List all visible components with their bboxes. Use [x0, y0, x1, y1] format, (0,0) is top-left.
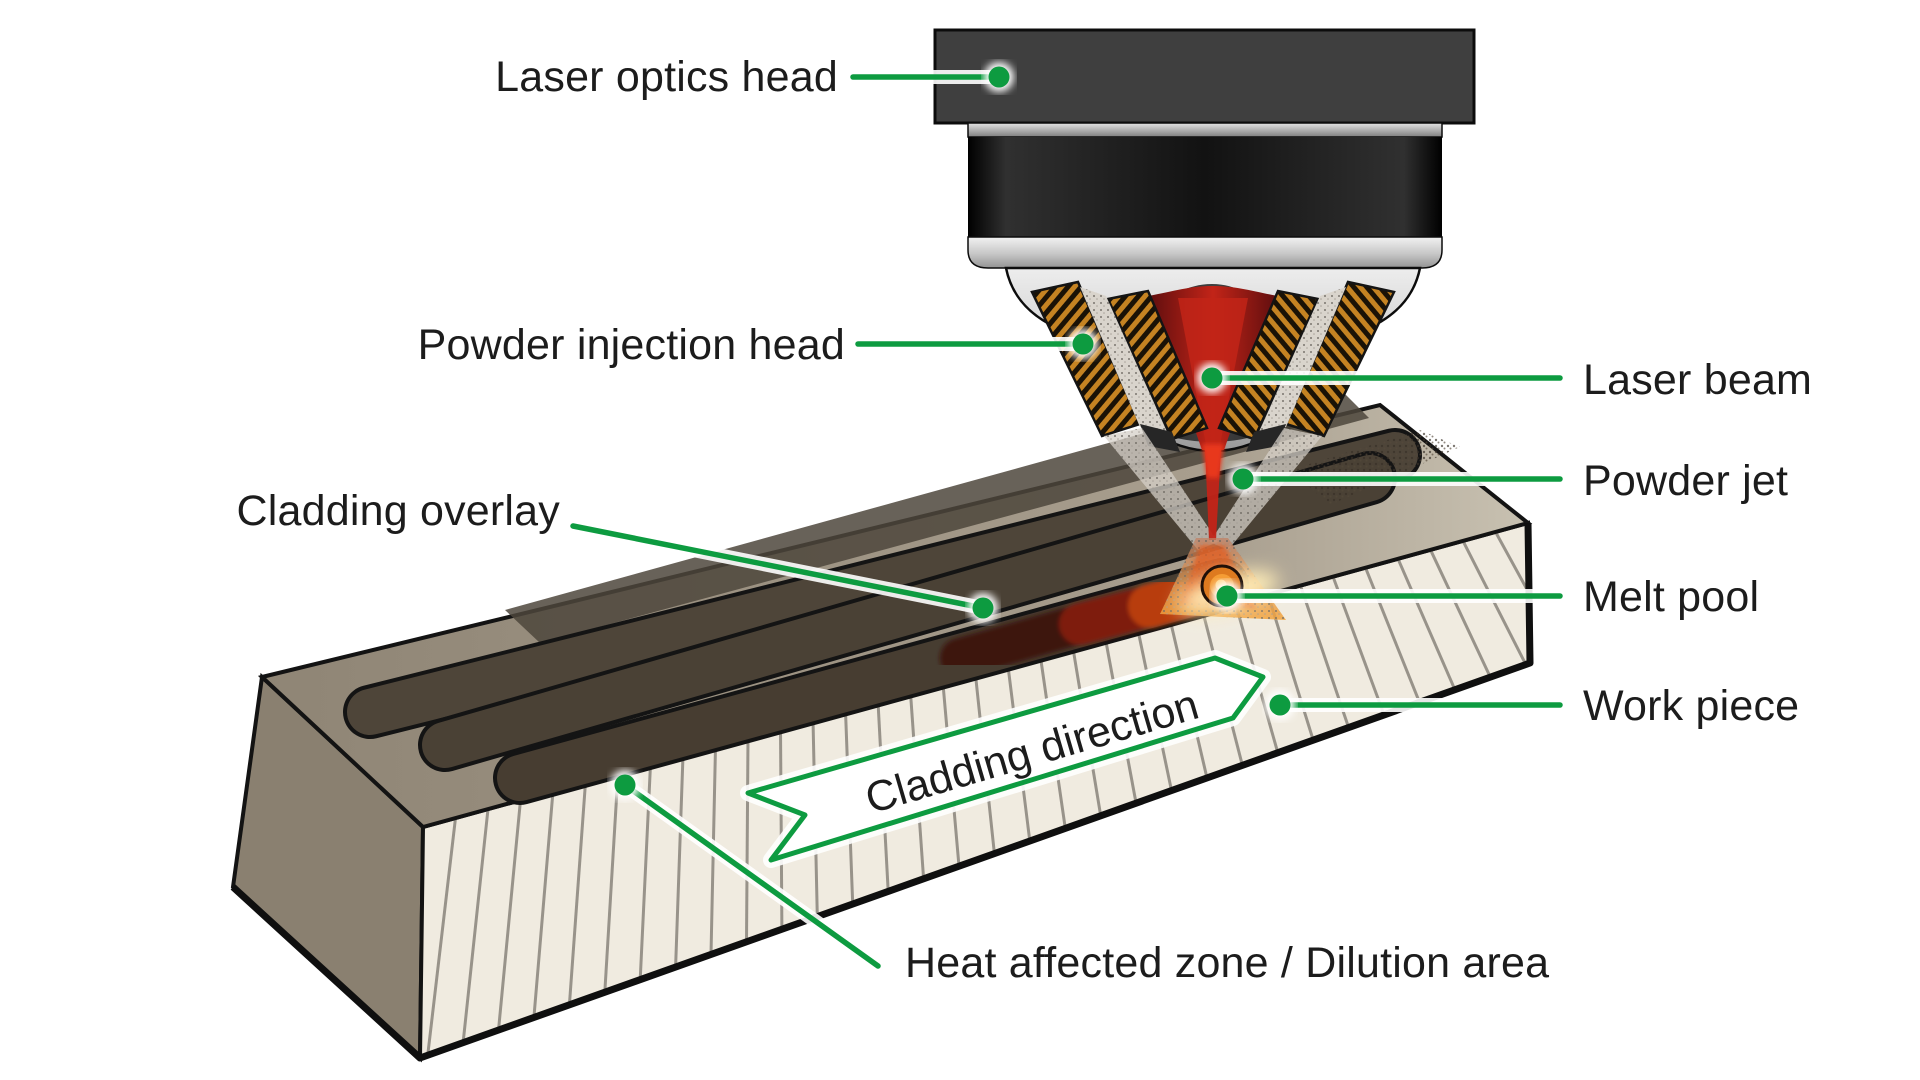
laser-beam-dot [1201, 367, 1223, 389]
label-laser-optics-head: Laser optics head [495, 53, 838, 101]
leader-laser-optics-head [846, 62, 1014, 92]
nozzle-cutaway-walls [1030, 280, 1396, 441]
work-piece-dot [1269, 694, 1291, 716]
label-laser-beam: Laser beam [1583, 356, 1813, 404]
leader-lines [566, 62, 1567, 973]
powder-jet-dot [1232, 468, 1254, 490]
leader-powder-injection-head [851, 329, 1098, 359]
melt-pool-dot [1216, 585, 1238, 607]
heat-affected-zone-dot [614, 774, 636, 796]
label-heat-affected-zone: Heat affected zone / Dilution area [905, 939, 1550, 987]
label-work-piece: Work piece [1583, 682, 1800, 730]
powder-injection-head-dot [1072, 333, 1094, 355]
laser-optics-head-box [933, 28, 1476, 125]
leader-work-piece [1265, 690, 1567, 720]
label-melt-pool: Melt pool [1583, 573, 1760, 621]
laser-optics-head-dot [988, 66, 1010, 88]
powder-dusted-end [1290, 430, 1460, 505]
powder-jet-right [1210, 428, 1322, 550]
powder-jet-left [1104, 428, 1218, 550]
head-collar-bottom [967, 236, 1443, 269]
leader-laser-beam [1197, 363, 1567, 393]
powder-channels [1080, 287, 1346, 434]
label-cladding-overlay: Cladding overlay [236, 487, 560, 535]
leader-melt-pool [1212, 581, 1567, 611]
leader-heat-affected-zone [610, 770, 885, 973]
banner-ribbon [745, 655, 1266, 863]
label-powder-jet: Powder jet [1583, 457, 1789, 505]
laser-head-assembly [933, 28, 1476, 453]
head-collar-top [967, 122, 1443, 138]
head-body [968, 137, 1442, 237]
beam-flare [1202, 444, 1224, 478]
label-powder-injection-head: Powder injection head [417, 321, 845, 369]
leader-cladding-overlay [566, 519, 998, 623]
leader-powder-jet [1228, 464, 1567, 494]
cladding-overlay-dot [972, 597, 994, 619]
